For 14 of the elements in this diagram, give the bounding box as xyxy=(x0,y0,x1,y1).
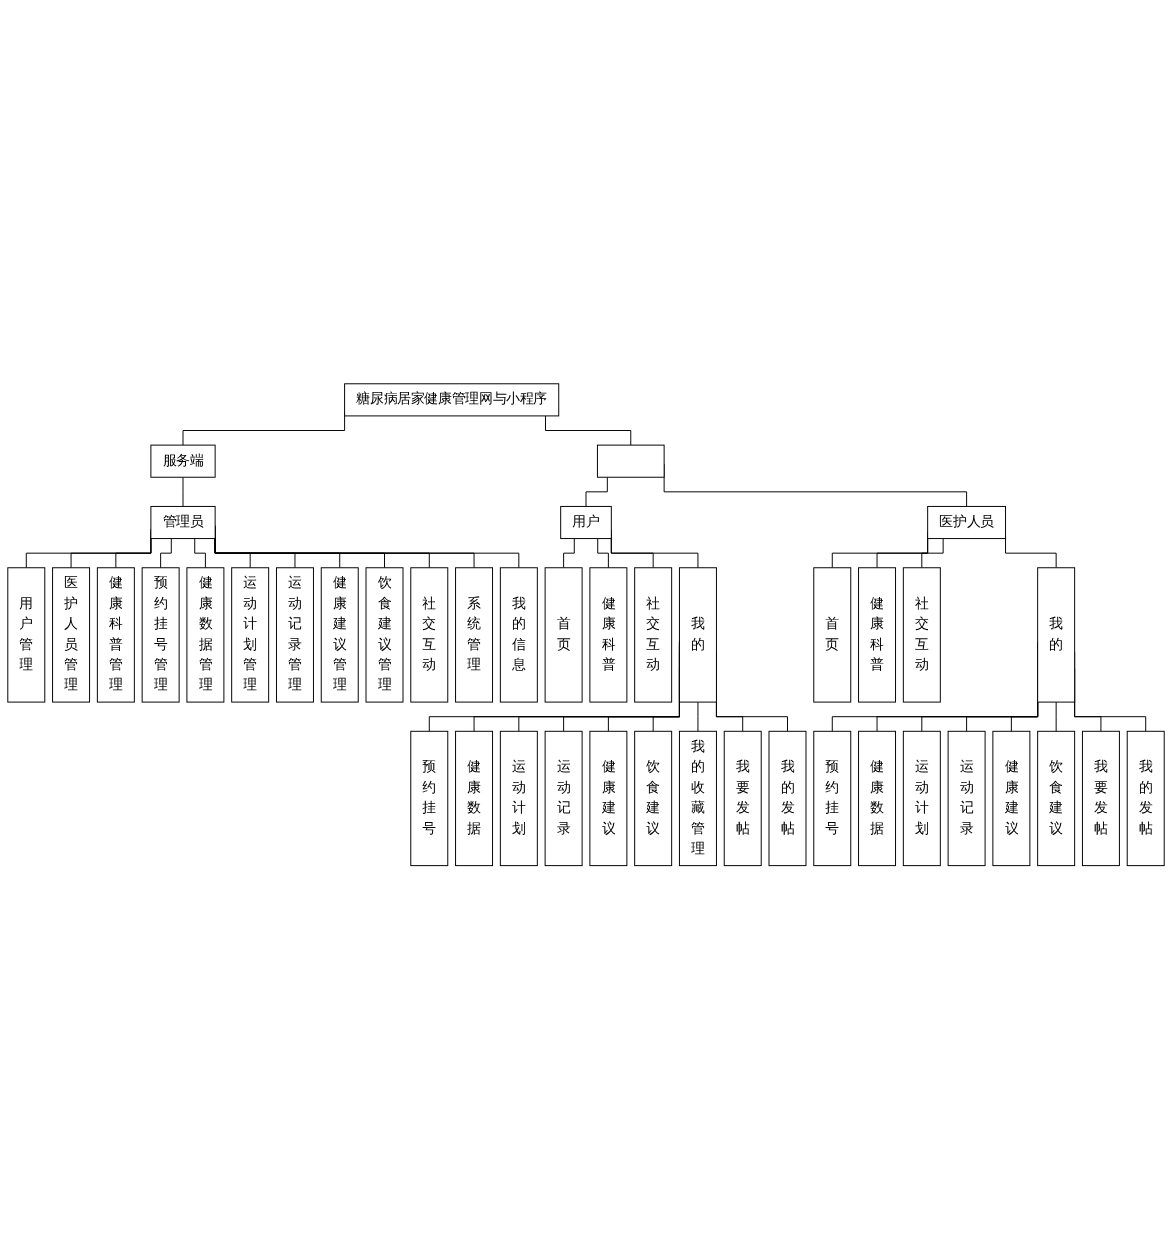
connector xyxy=(1055,700,1057,732)
connector xyxy=(194,537,206,568)
connector xyxy=(545,414,632,445)
connector xyxy=(697,700,699,732)
connector xyxy=(182,476,184,507)
connector xyxy=(876,534,929,568)
connector xyxy=(563,537,575,568)
connector xyxy=(597,537,609,568)
connector xyxy=(1005,534,1057,568)
node-box xyxy=(596,443,665,477)
connector xyxy=(921,537,944,568)
connector xyxy=(115,535,152,568)
connector xyxy=(585,476,608,507)
connector xyxy=(160,537,172,568)
